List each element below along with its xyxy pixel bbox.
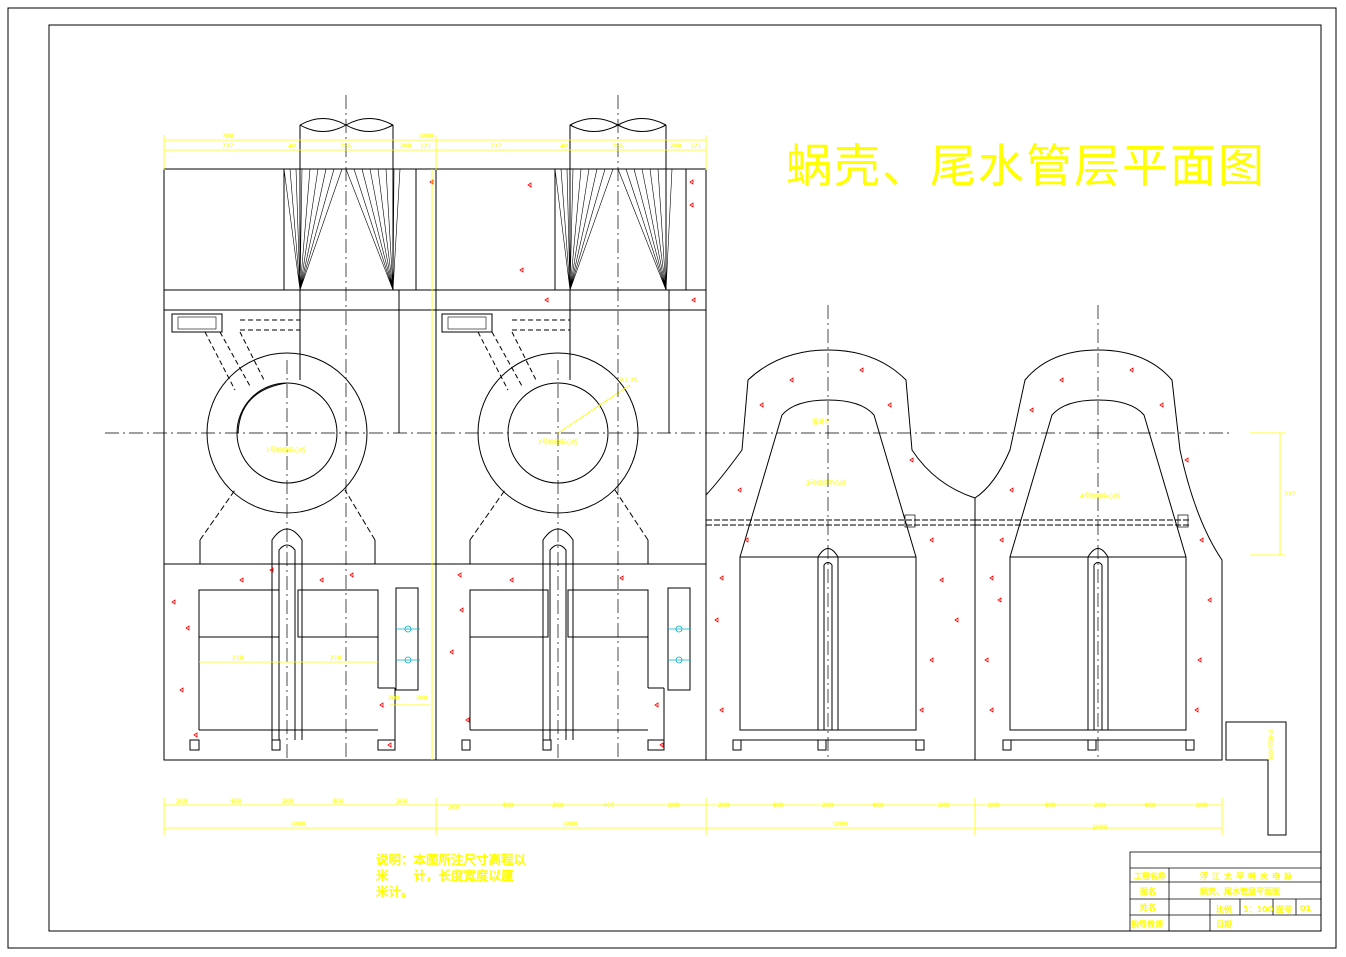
- dim-b3-c: 200: [822, 802, 834, 809]
- unit-1-plan: [163, 95, 437, 761]
- unit-labels: 1号机组中心线 2号机组中心线 3号机组中心线 4号机组中心线 混凝土 下游防水…: [266, 418, 1274, 761]
- dim-top-right-c: 355: [612, 143, 624, 150]
- dim-top-right-a: 737: [490, 143, 502, 150]
- dimension-text: 700 737 40 355 200 121 1000 737 40 355 2…: [176, 133, 1296, 831]
- dim-b2-e: 200: [668, 802, 680, 809]
- tb-project-label: 工程名称: [1134, 872, 1166, 881]
- dim-top-right-total: 1000: [418, 133, 433, 140]
- dim-mid-left: 210: [232, 655, 244, 662]
- dim-top-left-b: 40: [288, 143, 296, 150]
- dim-b1-total: 1000: [290, 821, 305, 828]
- dim-b4-e: 200: [1196, 802, 1208, 809]
- note-line-1: 说明：本图所注尺寸高程以: [376, 852, 527, 867]
- tb-drawing-label: 图名: [1140, 887, 1156, 896]
- dim-b3-d: 400: [872, 802, 884, 809]
- tb-sheet-label: 图号: [1276, 905, 1292, 914]
- tb-scale-value: 1：100: [1243, 905, 1274, 914]
- tb-drawing-value: 蜗壳、尾水管层平面图: [1200, 887, 1280, 896]
- tb-advisor-label: 指导教师: [1131, 920, 1163, 929]
- tb-scale-label: 比例: [1216, 905, 1232, 914]
- dim-b4-a: 200: [988, 802, 1000, 809]
- concrete-label: 混凝土: [812, 418, 830, 426]
- dim-mid-right: 210: [330, 655, 342, 662]
- dim-right-height: 737: [1284, 491, 1296, 498]
- tb-date-label: 日期: [1216, 920, 1232, 929]
- dim-b3-e: 200: [938, 802, 950, 809]
- dim-b1-c: 200: [282, 798, 294, 805]
- dimension-lines: [163, 135, 1285, 835]
- note-line-2: 米 计，长度宽度以厘: [376, 868, 514, 883]
- dim-b1-a: 200: [176, 798, 188, 805]
- dim-b4-d: 400: [1144, 802, 1156, 809]
- gauge-markers: [396, 625, 691, 664]
- note-line-3: 米计。: [376, 884, 414, 899]
- dim-b2-b: 400: [502, 802, 514, 809]
- concrete-hatching: [171, 179, 1212, 748]
- right-side-label: 下游防水墙: [1267, 730, 1274, 761]
- dim-b1-b: 400: [230, 798, 242, 805]
- dim-radius: R1.35: [620, 377, 638, 384]
- dim-b3-b: 400: [772, 802, 784, 809]
- dim-b4-b: 400: [1044, 802, 1056, 809]
- dim-b1-e: 200: [396, 798, 408, 805]
- unit-2-label: 2号机组中心线: [538, 438, 578, 446]
- dim-b2-a: 200: [448, 804, 460, 811]
- unit-1-label: 1号机组中心线: [266, 446, 306, 454]
- dim-b3-total: 1000: [832, 821, 847, 828]
- dim-top-left-d: 200: [400, 143, 412, 150]
- unit-4-label: 4号机组中心线: [1080, 492, 1120, 500]
- unit-2-plan: [435, 95, 707, 761]
- drawing-title: 蜗壳、尾水管层平面图: [786, 139, 1266, 193]
- dim-top-left-c: 355: [340, 143, 352, 150]
- dim-b4-c: 200: [1094, 802, 1106, 809]
- unit-4-plan: [974, 305, 1287, 836]
- dim-top-right-b: 40: [560, 143, 568, 150]
- unit-3-plan: [705, 305, 976, 761]
- dim-b1-d: 400: [332, 798, 344, 805]
- dim-b4-total: 1000: [1092, 824, 1107, 831]
- dim-b3-a: 200: [718, 802, 730, 809]
- dim-small-b: 200: [416, 695, 428, 702]
- inner-frame: [48, 24, 1322, 932]
- dim-b2-d: 400: [603, 802, 615, 809]
- dim-top-left-a: 737: [222, 143, 234, 150]
- outer-frame: [7, 7, 1337, 949]
- dim-b2-c: 200: [552, 802, 564, 809]
- tb-sheet-value: 01: [1300, 904, 1312, 913]
- dim-top-left-total: 700: [222, 133, 234, 140]
- dim-small-a: 200: [388, 695, 400, 702]
- unit-3-label: 3号机组中心线: [806, 479, 846, 487]
- drawing-note: 说明：本图所注尺寸高程以 米 计，长度宽度以厘 米计。: [376, 852, 546, 900]
- tb-name-label: 姓名: [1140, 903, 1156, 912]
- dim-b2-total: 1000: [562, 821, 577, 828]
- tb-project-value: 浮江太平哨水电站: [1200, 872, 1296, 881]
- dim-top-right-d: 200: [670, 143, 682, 150]
- dim-top-right-e: 121: [690, 143, 702, 150]
- dim-top-left-e: 121: [420, 143, 432, 150]
